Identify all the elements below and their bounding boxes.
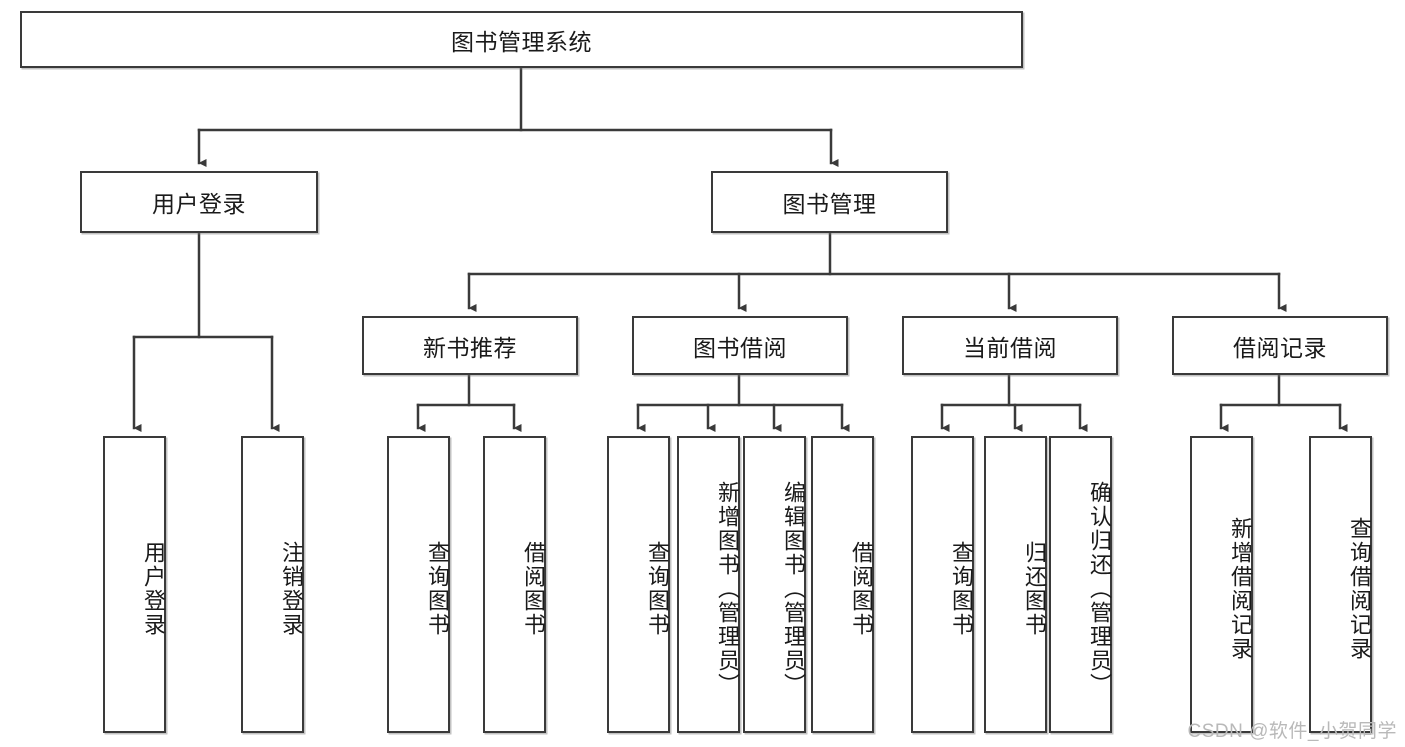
node-leaf-query-record[interactable]: 查询借阅记录 [1309,436,1372,733]
node-leaf-query-book-1-label: 查询图书 [425,540,450,637]
node-leaf-edit-book-label: 编辑图书（管理员） [781,480,806,697]
node-leaf-query-book-2[interactable]: 查询图书 [607,436,670,733]
node-book-borrow-label: 图书借阅 [693,334,787,361]
node-current-borrow-label: 当前借阅 [963,334,1057,361]
node-book-borrow[interactable]: 图书借阅 [632,316,848,375]
node-leaf-edit-book[interactable]: 编辑图书（管理员） [743,436,806,733]
node-leaf-confirm-return-label: 确认归还（管理员） [1087,480,1112,697]
node-new-book-rec-label: 新书推荐 [423,334,517,361]
node-leaf-user-logout[interactable]: 注销登录 [241,436,304,733]
node-root[interactable]: 图书管理系统 [20,11,1023,68]
node-leaf-return-book-label: 归还图书 [1022,540,1047,637]
node-leaf-query-book-1[interactable]: 查询图书 [387,436,450,733]
node-leaf-query-book-3-label: 查询图书 [949,540,974,637]
node-leaf-query-record-label: 查询借阅记录 [1347,516,1372,661]
node-leaf-add-book[interactable]: 新增图书（管理员） [677,436,740,733]
node-user-login[interactable]: 用户登录 [80,171,318,233]
node-leaf-add-record-label: 新增借阅记录 [1228,516,1253,661]
node-root-label: 图书管理系统 [451,28,592,55]
watermark: CSDN @软件_小贺同学 [1187,721,1397,742]
node-new-book-rec[interactable]: 新书推荐 [362,316,578,375]
node-user-login-label: 用户登录 [152,191,246,217]
node-leaf-borrow-book-1-label: 借阅图书 [521,540,546,637]
node-book-manage-label: 图书管理 [782,191,877,217]
node-leaf-query-book-2-label: 查询图书 [645,540,670,637]
node-leaf-user-login-label: 用户登录 [141,540,166,637]
node-leaf-user-logout-label: 注销登录 [279,540,304,637]
node-leaf-query-book-3[interactable]: 查询图书 [911,436,974,733]
node-leaf-user-login[interactable]: 用户登录 [103,436,166,733]
node-leaf-confirm-return[interactable]: 确认归还（管理员） [1049,436,1112,733]
node-book-manage[interactable]: 图书管理 [711,171,948,233]
node-borrow-record-label: 借阅记录 [1233,334,1327,361]
node-current-borrow[interactable]: 当前借阅 [902,316,1118,375]
node-borrow-record[interactable]: 借阅记录 [1172,316,1388,375]
node-leaf-return-book[interactable]: 归还图书 [984,436,1047,733]
node-leaf-add-record[interactable]: 新增借阅记录 [1190,436,1253,733]
node-leaf-add-book-label: 新增图书（管理员） [715,480,740,697]
node-leaf-borrow-book-2[interactable]: 借阅图书 [811,436,874,733]
node-leaf-borrow-book-1[interactable]: 借阅图书 [483,436,546,733]
node-leaf-borrow-book-2-label: 借阅图书 [849,540,874,637]
